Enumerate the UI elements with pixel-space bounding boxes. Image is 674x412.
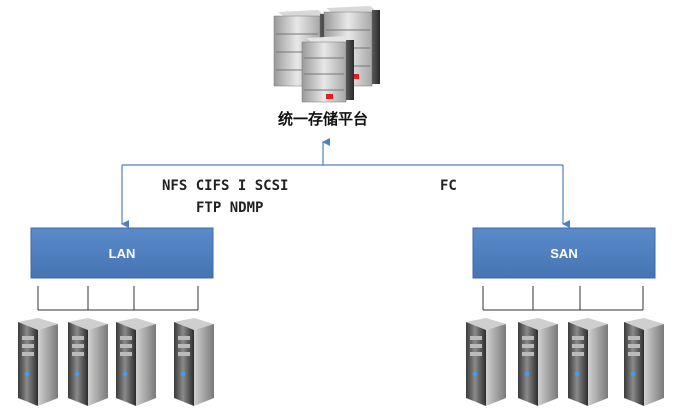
san-server-tower-icon-3 [568,318,608,406]
san-server-tower-icon-4 [624,318,664,406]
lan-label: LAN [109,246,136,261]
server-stack-icon [273,6,380,103]
lan-server-tower-icon-2 [68,318,108,406]
lan-box: LAN [30,227,214,279]
lan-bracket [37,286,199,311]
san-bracket [482,286,644,311]
lan-server-tower-icon-1 [18,318,58,406]
san-server-tower-icon-2 [518,318,558,406]
lan-server-group [18,318,214,406]
lan-server-tower-icon-4 [174,318,214,406]
san-server-group [466,318,664,406]
lan-protocols-line2: FTP NDMP [196,200,263,216]
lan-server-tower-icon-3 [116,318,156,406]
san-server-tower-icon-1 [466,318,506,406]
connectors [121,138,570,228]
platform-title: 统一存储平台 [278,110,368,128]
server-unit-front [301,36,354,103]
lan-protocols-line1: NFS CIFS I SCSI [162,178,288,194]
san-protocol: FC [440,178,457,194]
san-box: SAN [472,227,656,279]
san-label: SAN [550,246,577,261]
